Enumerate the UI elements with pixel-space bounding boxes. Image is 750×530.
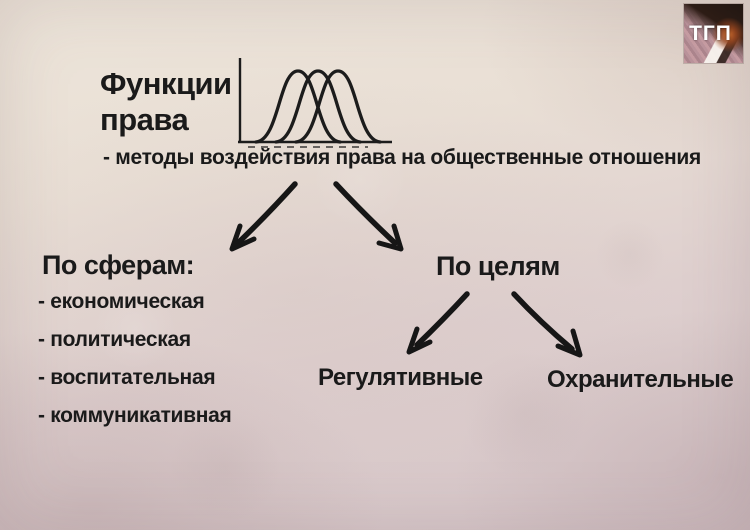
- page-title: Функции права: [100, 66, 232, 138]
- goals-heading: По целям: [436, 251, 560, 281]
- list-item: - воспитательная: [38, 366, 216, 389]
- spheres-branch: По сферам: - економическая - политическа…: [38, 250, 232, 442]
- tgp-logo: ТГП: [684, 4, 743, 63]
- title-line-1: Функции: [100, 66, 232, 101]
- logo-text: ТГП: [689, 21, 732, 45]
- protective-label: Охранительные: [547, 366, 734, 393]
- list-item: - коммуникативная: [38, 404, 232, 427]
- title-line-2: права: [100, 102, 189, 137]
- list-item: - економическая: [38, 290, 205, 313]
- bell-curves-illustration: [238, 58, 392, 148]
- definition-text: - методы воздействия права на общественн…: [103, 146, 701, 169]
- arrow-to-goals: [333, 181, 404, 252]
- arrow-to-regulative: [406, 291, 470, 355]
- regulative-label: Регулятивные: [318, 364, 483, 391]
- arrow-to-spheres: [229, 181, 298, 252]
- arrow-to-protective: [511, 291, 583, 358]
- spheres-heading: По сферам:: [42, 250, 195, 280]
- list-item: - политическая: [38, 328, 191, 351]
- spheres-list: - економическая - политическая - воспита…: [38, 290, 232, 428]
